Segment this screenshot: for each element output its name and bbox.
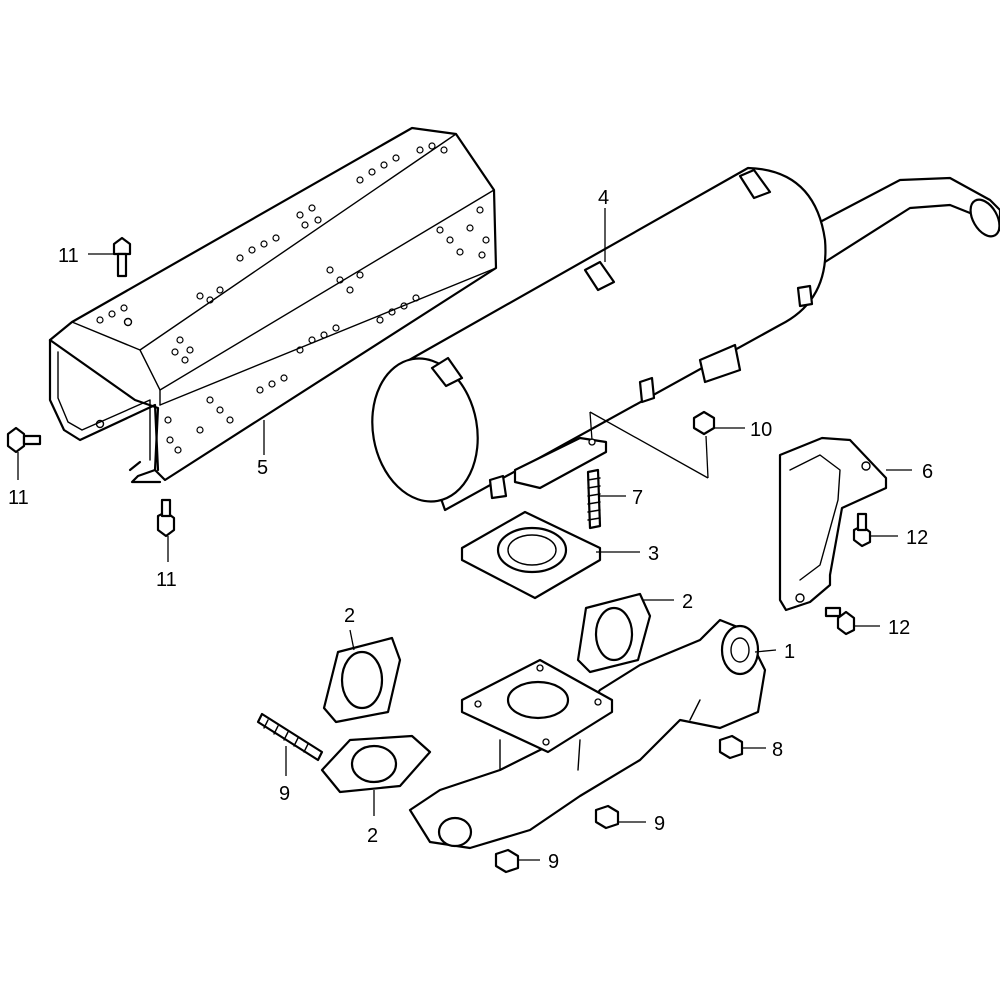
callout-12-upper: 12 — [906, 527, 928, 549]
callout-2-upper-left: 2 — [344, 605, 355, 627]
bolt-11-top — [112, 236, 132, 278]
callout-11-top: 11 — [58, 245, 79, 267]
callout-7: 7 — [632, 487, 643, 509]
bracket-6 — [778, 436, 888, 612]
nut-9-middle — [594, 804, 620, 830]
flange-nut-10 — [692, 410, 716, 436]
callout-9-bottom: 9 — [548, 851, 559, 873]
callout-12-lower: 12 — [888, 617, 910, 639]
callout-labels: 11 11 11 5 4 10 6 7 3 12 12 2 2 1 8 9 9 … — [8, 187, 933, 873]
callout-2-right: 2 — [682, 591, 693, 613]
heat-shield — [48, 126, 498, 484]
callout-11-left: 11 — [8, 487, 29, 509]
gasket-3 — [460, 510, 602, 600]
callout-9-right: 8 — [772, 739, 783, 761]
leader-lines — [17, 208, 912, 861]
callout-9-middle: 9 — [654, 813, 665, 835]
callout-1: 1 — [784, 641, 795, 663]
callout-4: 4 — [598, 187, 609, 209]
nut-9-bottom — [494, 848, 520, 874]
callout-6: 6 — [922, 461, 933, 483]
callout-3: 3 — [648, 543, 659, 565]
gasket-2-lower — [320, 734, 432, 794]
stud-8 — [256, 712, 324, 762]
stud-7 — [586, 468, 602, 530]
callout-2-lower: 2 — [367, 825, 378, 847]
muffler — [371, 166, 1000, 512]
bolt-11-bottom — [156, 498, 176, 538]
perforation-holes — [96, 142, 490, 454]
callout-8: 9 — [279, 783, 290, 805]
exhaust-manifold — [408, 618, 767, 850]
callout-11-bottom: 11 — [156, 569, 177, 591]
callout-5: 5 — [257, 457, 268, 479]
nut-9-right — [718, 734, 744, 760]
callout-10: 10 — [750, 419, 772, 441]
gasket-2-right — [576, 592, 652, 674]
bolt-12-upper — [852, 512, 872, 548]
gasket-2-left-top — [322, 636, 402, 724]
bolt-12-lower — [824, 606, 856, 636]
bolt-11-left — [6, 426, 42, 454]
